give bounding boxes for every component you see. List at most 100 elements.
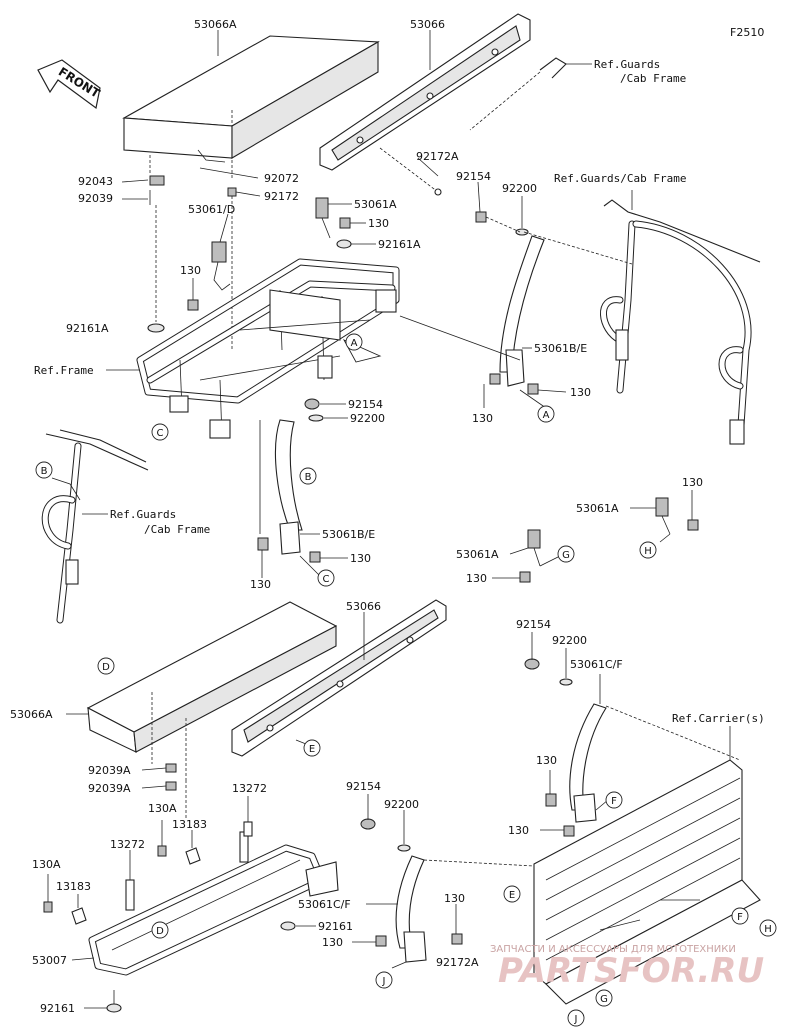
label-53061D: 53061/D [188, 203, 235, 216]
callout-B-1: B [35, 461, 53, 479]
svg-text:J: J [574, 1014, 578, 1025]
label-53061A-right: 53061A [576, 502, 619, 515]
svg-text:H: H [644, 546, 652, 557]
label-92200-mid: 92200 [350, 412, 385, 425]
label-ref-guards-left-2: /Cab Frame [144, 523, 210, 536]
callout-C-1: C [151, 423, 169, 441]
label-92154-top: 92154 [456, 170, 491, 183]
label-53061CF-bm: 53061C/F [298, 898, 351, 911]
callout-H-2: H [759, 919, 777, 937]
callout-J-1: J [375, 971, 393, 989]
backrest-bottom-icon [231, 599, 447, 757]
buckle-icon [211, 241, 231, 291]
bolt-icon [475, 211, 487, 223]
label-92043: 92043 [78, 175, 113, 188]
svg-text:E: E [509, 890, 515, 901]
washer-icon [147, 323, 165, 333]
seat-cushion-top-icon [122, 35, 380, 180]
seat-frame-bottom-icon [88, 831, 339, 976]
svg-text:F: F [737, 912, 743, 923]
front-arrow-icon: FRONT [37, 59, 103, 110]
svg-text:D: D [102, 662, 110, 673]
backrest-top-icon [319, 13, 531, 171]
label-92161A-top: 92161A [378, 238, 421, 251]
label-92172A-top: 92172A [416, 150, 459, 163]
label-53007: 53007 [32, 954, 67, 967]
callout-A-2: A [537, 405, 555, 423]
label-130-left: 130 [180, 264, 201, 277]
svg-text:F: F [611, 796, 617, 807]
watermark-logo: PARTSFOR.RU [498, 951, 764, 991]
label-130-mid1: 130 [350, 552, 371, 565]
bolt-icon [187, 299, 199, 311]
svg-text:A: A [351, 338, 358, 349]
label-53061BE-mid: 53061B/E [322, 528, 375, 541]
label-130A-left: 130A [32, 858, 61, 871]
label-130-bm2: 130 [444, 892, 465, 905]
svg-text:E: E [309, 744, 315, 755]
label-92072: 92072 [264, 172, 299, 185]
svg-text:B: B [305, 472, 312, 483]
label-13183-mid: 13183 [172, 818, 207, 831]
watermark-text: ЗАПЧАСТИ И АКСЕССУАРЫ ДЛЯ МОТОТЕХНИКИ [490, 944, 736, 955]
label-92039A-1: 92039A [88, 764, 131, 777]
label-130-right2: 130 [472, 412, 493, 425]
svg-text:J: J [382, 976, 386, 987]
label-92200-br: 92200 [552, 634, 587, 647]
seat-belt-right-icon [489, 235, 545, 395]
tongue-plate-g-icon [527, 529, 541, 567]
label-92154-mid: 92154 [348, 398, 383, 411]
label-13272-top: 13272 [232, 782, 267, 795]
label-ref-guards-top-1: Ref.Guards [594, 58, 660, 71]
callout-A-1: A [345, 333, 363, 351]
svg-text:G: G [600, 994, 608, 1005]
washer-icon [106, 1003, 122, 1013]
label-92172-top: 92172 [264, 190, 299, 203]
label-53061A-G: 53061A [456, 548, 499, 561]
tongue-plate-h-icon [655, 497, 671, 535]
label-ref-guards-left-1: Ref.Guards [110, 508, 176, 521]
label-92161A-left: 92161A [66, 322, 109, 335]
label-92039: 92039 [78, 192, 113, 205]
label-130-bm1: 130 [322, 936, 343, 949]
callout-D-1: D [97, 657, 115, 675]
guard-bracket-icon [469, 57, 592, 131]
label-ref-guards-top-2: /Cab Frame [620, 72, 686, 85]
seat-frame-top-icon [136, 258, 400, 439]
label-130-right1: 130 [570, 386, 591, 399]
callout-H-1: H [639, 541, 657, 559]
label-53061A-top: 53061A [354, 198, 397, 211]
callout-J-2: J [567, 1009, 585, 1027]
seat-belt-bm-icon [360, 818, 463, 963]
svg-text:B: B [41, 466, 48, 477]
svg-text:A: A [543, 410, 550, 421]
svg-text:G: G [562, 550, 570, 561]
label-53066A-bottom: 53066A [10, 708, 53, 721]
callout-D-2: D [151, 921, 169, 939]
guard-frame-left-icon [41, 429, 149, 624]
label-92154-br: 92154 [516, 618, 551, 631]
svg-text:C: C [323, 574, 330, 585]
label-ref-guards-right: Ref.Guards/Cab Frame [554, 172, 686, 185]
seat-cushion-bottom-icon [86, 601, 338, 780]
label-130-br1: 130 [536, 754, 557, 767]
label-ref-frame: Ref.Frame [34, 364, 94, 377]
svg-text:D: D [156, 926, 164, 937]
callout-F-2: F [731, 907, 749, 925]
callout-F-1: F [605, 791, 623, 809]
callout-E-2: E [503, 885, 521, 903]
callout-G-2: G [595, 989, 613, 1007]
label-13272-left: 13272 [110, 838, 145, 851]
label-ref-carrier: Ref.Carrier(s) [672, 712, 765, 725]
label-130-rightH: 130 [682, 476, 703, 489]
tongue-plate-icon [315, 197, 331, 239]
callout-E-1: E [303, 739, 321, 757]
label-130A-mid: 130A [148, 802, 177, 815]
seat-belt-mid-icon [257, 398, 324, 563]
label-92161-bottom: 92161 [40, 1002, 75, 1015]
svg-text:H: H [764, 924, 772, 935]
label-92039A-2: 92039A [88, 782, 131, 795]
label-130-G: 130 [466, 572, 487, 585]
label-130-mid2: 130 [250, 578, 271, 591]
